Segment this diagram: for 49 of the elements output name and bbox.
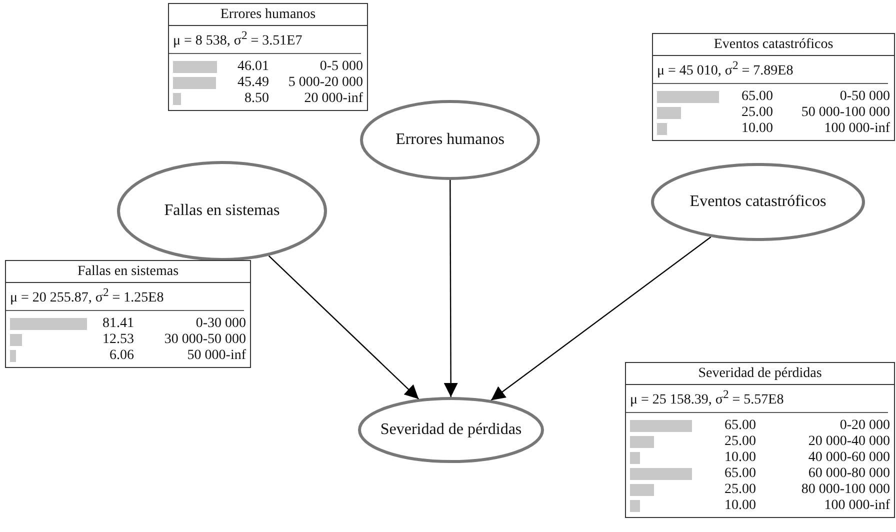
statistics-text: μ = 8 538, σ$^{2}$ = 3.51E7 [169, 26, 361, 54]
statistics-text: μ = 45 010, σ$^{2}$ = 7.89E8 [653, 56, 888, 84]
range-label: 50 000-inf [186, 348, 246, 364]
probability-value: 10.00 [724, 498, 756, 514]
table-title: Severidad de pérdidas [626, 363, 894, 385]
probability-value: 65.00 [740, 88, 773, 105]
node-label: Eventos catastróficos [688, 193, 828, 211]
range-label: 30 000-50 000 [163, 332, 246, 348]
probability-table [625, 362, 895, 518]
range-label: 0-20 000 [838, 418, 890, 434]
range-label: 50 000-100 000 [800, 104, 890, 121]
node-label: Fallas en sistemas [163, 202, 281, 220]
range-label: 20 000-inf [303, 90, 363, 107]
probability-table [168, 3, 368, 111]
range-label: 20 000-40 000 [807, 434, 890, 450]
probability-value: 81.41 [102, 316, 134, 332]
range-label: 40 000-60 000 [807, 450, 890, 466]
probability-value: 12.53 [102, 332, 134, 348]
table-title: Errores humanos [169, 4, 367, 26]
probability-value: 6.06 [108, 348, 134, 364]
statistics-text: μ = 20 255.87, σ$^{2}$ = 1.25E8 [6, 283, 244, 311]
statistics-text: μ = 25 158.39, σ$^{2}$ = 5.57E8 [626, 385, 888, 413]
probability-value: 25.00 [740, 104, 773, 121]
probability-value: 65.00 [724, 466, 756, 482]
range-label: 0-50 000 [838, 88, 890, 105]
probability-value: 10.00 [740, 120, 773, 137]
node-label: Errores humanos [394, 131, 506, 149]
table-title: Fallas en sistemas [6, 261, 250, 283]
probability-value: 10.00 [724, 450, 756, 466]
probability-value: 45.49 [236, 74, 269, 91]
range-label: 100 000-inf [823, 120, 890, 137]
probability-value: 65.00 [724, 418, 756, 434]
probability-table [652, 33, 895, 141]
node-label: Severidad de pérdidas [379, 421, 523, 439]
range-label: 100 000-inf [823, 498, 890, 514]
range-label: 0-30 000 [194, 316, 246, 332]
probability-table [5, 260, 251, 368]
probability-value: 46.01 [236, 58, 269, 75]
arrow [490, 236, 712, 401]
range-label: 0-5 000 [318, 58, 363, 75]
arrow [268, 255, 420, 400]
table-title: Eventos catastróficos [653, 34, 894, 56]
probability-value: 25.00 [724, 434, 756, 450]
range-label: 5 000-20 000 [287, 74, 363, 91]
probability-value: 8.50 [244, 90, 269, 107]
range-label: 80 000-100 000 [800, 482, 890, 498]
arrow [444, 180, 458, 397]
probability-value: 25.00 [724, 482, 756, 498]
range-label: 60 000-80 000 [807, 466, 890, 482]
